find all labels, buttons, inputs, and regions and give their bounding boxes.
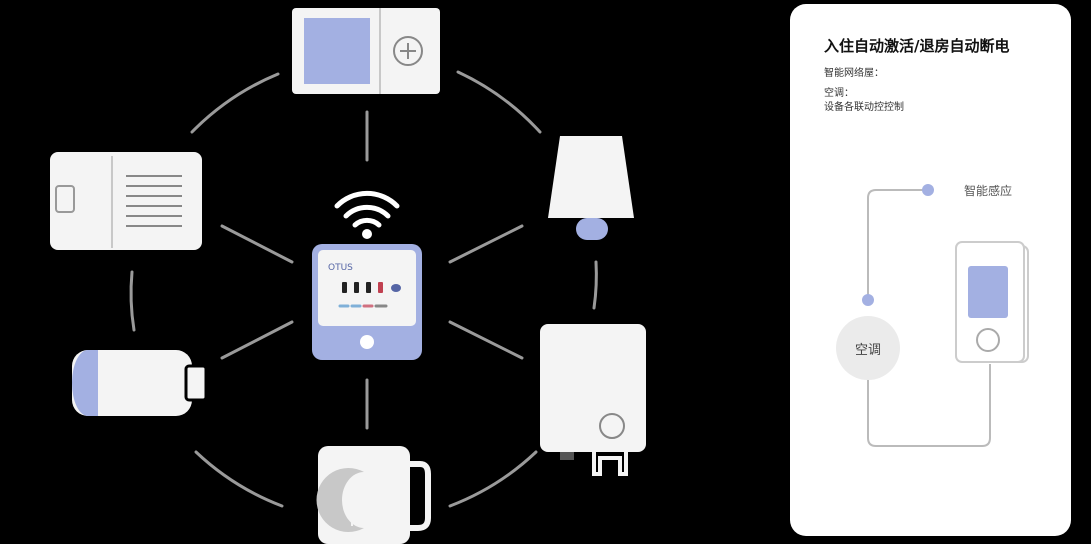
flow-label-smart-sensing: 智能感应 — [964, 184, 1013, 198]
battery-icon — [72, 350, 208, 416]
ac-node: 空调 — [836, 316, 900, 380]
panel-line-linkage: 设备各联动控控制 — [824, 102, 904, 113]
panel-flow-diagram — [867, 189, 991, 447]
panel-line-ac: 空调： — [824, 88, 854, 99]
router-icon — [540, 324, 646, 476]
wifi-icon — [334, 190, 400, 228]
info-panel — [790, 4, 1071, 536]
flow-node-bottom — [862, 294, 874, 306]
panel-title: 入住自动激活/退房自动断电 — [824, 37, 1010, 55]
connection-spokes — [220, 110, 524, 430]
connection-ring — [129, 70, 598, 508]
add-icon — [393, 36, 423, 66]
wifi-dot — [362, 229, 372, 239]
flow-node-top — [922, 184, 934, 196]
wall-switch-device — [292, 8, 440, 94]
lamp-icon — [548, 136, 634, 240]
door-panel-device — [50, 152, 202, 250]
hub-screen-label: OTUS — [328, 263, 353, 273]
thermostat-icon — [955, 241, 1029, 363]
ac-node-label: 空调 — [854, 342, 881, 358]
mug-icon — [316, 446, 431, 544]
central-hub-device: OTUS — [312, 244, 422, 360]
panel-line-smart-network: 智能网络屋： — [824, 68, 884, 79]
